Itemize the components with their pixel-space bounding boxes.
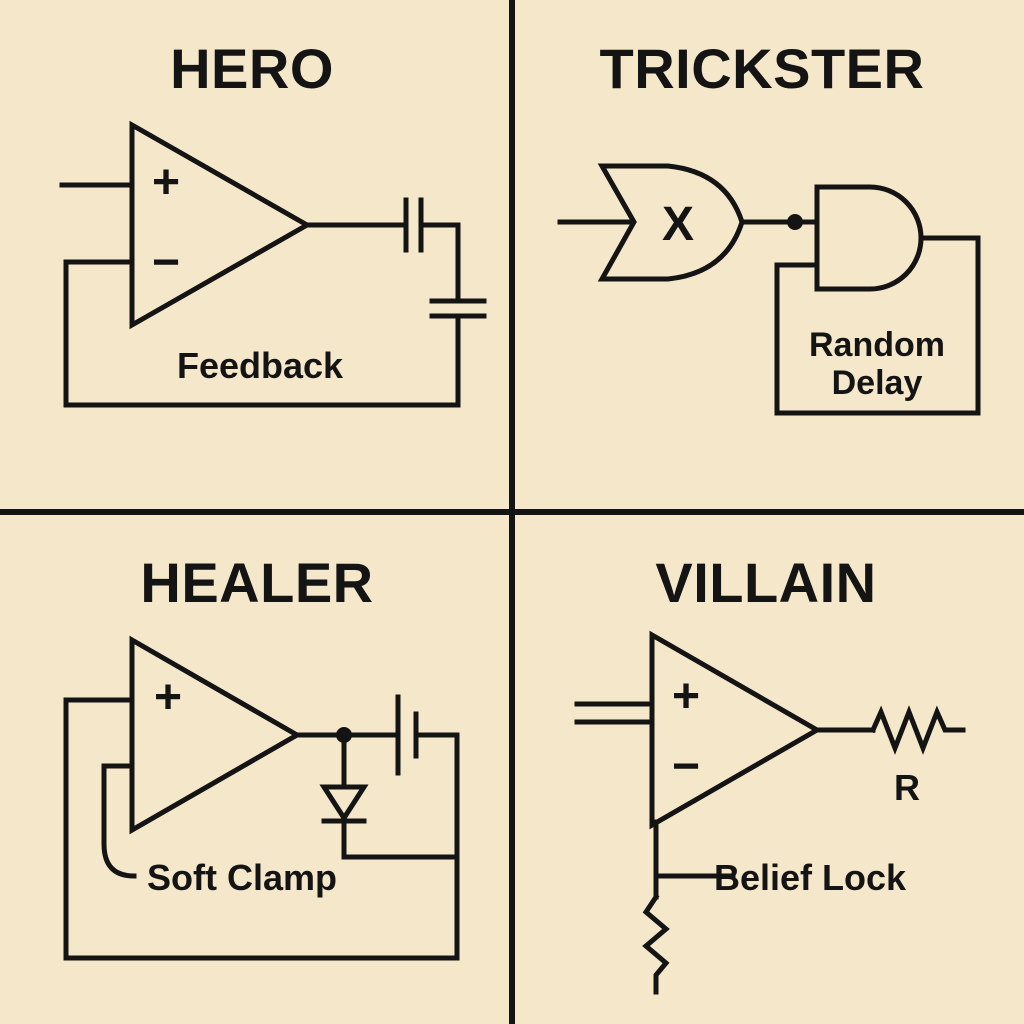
healer-opamp-plus-sign: + xyxy=(154,671,182,724)
trickster-label-line2: Delay xyxy=(832,364,923,402)
healer-label: Soft Clamp xyxy=(147,857,337,898)
trickster-title: TRICKSTER xyxy=(600,37,925,100)
trickster-delay-feedback-box xyxy=(774,235,981,416)
villain-vertical-resistor xyxy=(642,893,670,995)
villain-opamp-plus-sign: + xyxy=(672,670,700,723)
healer-diode-triangle xyxy=(319,784,369,823)
healer-title: HEALER xyxy=(140,551,373,614)
healer-opamp-triangle xyxy=(129,635,303,835)
trickster-and-gate xyxy=(814,184,924,292)
villain-title: VILLAIN xyxy=(655,551,876,614)
hero-feedback-loop-wire xyxy=(63,259,461,408)
hero-quadrant: HERO + − Feedback xyxy=(59,37,487,408)
villain-label: Belief Lock xyxy=(714,857,907,898)
villain-opamp-triangle xyxy=(649,630,823,830)
healer-diode-bottom-wire xyxy=(341,818,460,860)
villain-resistor-label: R xyxy=(894,767,920,808)
villain-opamp-minus-sign: − xyxy=(672,740,700,793)
healer-clamp-hook-wire xyxy=(101,763,137,879)
trickster-label-line1: Random xyxy=(809,326,945,364)
trickster-gate-letter: X xyxy=(662,198,694,251)
hero-title: HERO xyxy=(170,37,334,100)
trickster-junction-dot xyxy=(787,214,803,230)
healer-quadrant: HEALER + Soft Clamp xyxy=(63,551,460,961)
hero-opamp-plus-sign: + xyxy=(152,156,180,209)
trickster-quadrant: TRICKSTER X Random Delay xyxy=(557,37,981,416)
hero-opamp-minus-sign: − xyxy=(152,236,180,289)
villain-quadrant: VILLAIN + − R Belief Lock xyxy=(574,551,966,995)
healer-outer-loop-wire xyxy=(63,697,460,961)
hero-label: Feedback xyxy=(177,345,344,386)
villain-series-resistor xyxy=(869,705,966,755)
hero-opamp-triangle xyxy=(129,120,313,330)
